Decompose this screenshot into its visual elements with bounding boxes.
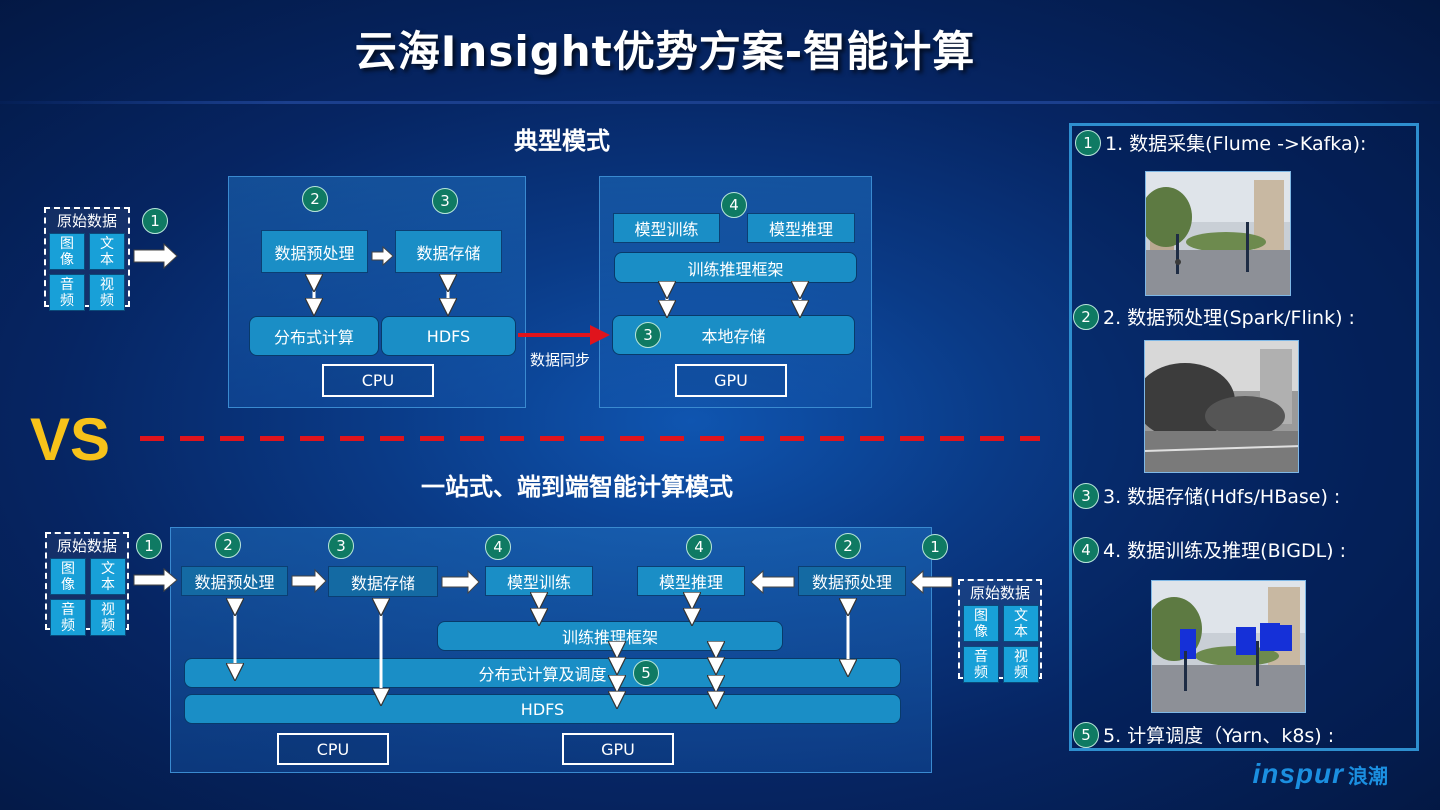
step-badge-1: 1	[142, 208, 168, 234]
step-badge-2-left: 2	[215, 532, 241, 558]
typical-framework-box: 训练推理框架	[614, 252, 857, 283]
source-audio-cell: 音频	[963, 646, 999, 683]
step-badge: 5	[1073, 721, 1099, 748]
legend-item-preprocess: 2 2. 数据预处理(Spark/Flink) :	[1073, 303, 1355, 330]
onestop-mode-heading: 一站式、端到端智能计算模式	[421, 473, 733, 501]
typical-source-data: 原始数据 图像 文本 音频 视频	[44, 207, 130, 311]
step-badge-2: 2	[302, 186, 328, 212]
vs-dashed-divider	[140, 436, 1040, 441]
step-badge: 1	[1075, 129, 1101, 156]
source-video-cell: 视频	[1003, 646, 1039, 683]
typical-inference-box: 模型推理	[747, 213, 855, 243]
legend-item-text: 2. 数据预处理(Spark/Flink) :	[1103, 307, 1355, 329]
step-badge-5: 5	[633, 660, 659, 686]
vs-label: VS	[30, 406, 111, 473]
source-image-cell: 图像	[49, 233, 85, 270]
typical-hdfs-box: HDFS	[381, 316, 516, 356]
street-photo-detection	[1151, 580, 1306, 713]
typical-cpu-label: CPU	[322, 364, 434, 397]
onestop-storage-box: 数据存储	[328, 566, 438, 597]
legend-item-text: 1. 数据采集(Flume ->Kafka):	[1105, 133, 1367, 155]
typical-preprocess-box: 数据预处理	[261, 230, 368, 273]
step-badge-2-right: 2	[835, 533, 861, 559]
typical-gpu-label: GPU	[675, 364, 787, 397]
arrow-source-left-to-preprocess	[133, 567, 178, 593]
onestop-preprocess-left-box: 数据预处理	[181, 566, 288, 596]
onestop-distributed-box: 分布式计算及调度	[184, 658, 901, 688]
logo-text-en: inspur	[1252, 758, 1344, 789]
step-badge-1-right: 1	[922, 534, 948, 560]
source-title: 原始数据	[56, 212, 117, 230]
step-badge-3: 3	[328, 533, 354, 559]
onestop-gpu-label: GPU	[562, 733, 674, 765]
typical-training-box: 模型训练	[613, 213, 720, 243]
step-badge: 4	[1073, 536, 1099, 563]
step-badge: 3	[1073, 482, 1099, 509]
step-badge-4: 4	[721, 192, 747, 218]
legend-item-storage: 3 3. 数据存储(Hdfs/HBase) :	[1073, 482, 1340, 509]
logo-text-cn: 浪潮	[1348, 764, 1388, 788]
legend-item-text: 3. 数据存储(Hdfs/HBase) :	[1103, 486, 1341, 508]
typical-mode-heading: 典型模式	[514, 127, 610, 155]
legend-item-text: 5. 计算调度（Yarn、k8s) :	[1103, 725, 1335, 747]
onestop-source-right: 原始数据 图像 文本 音频 视频	[958, 579, 1042, 683]
typical-distributed-box: 分布式计算	[249, 316, 379, 356]
onestop-cpu-label: CPU	[277, 733, 389, 765]
step-badge: 2	[1073, 303, 1099, 330]
step-badge-3: 3	[432, 188, 458, 214]
data-sync-label: 数据同步	[530, 351, 591, 369]
step-badge-4-inference: 4	[686, 534, 712, 560]
typical-cpu-panel	[228, 176, 526, 408]
arrow-preprocess-to-storage-onestop	[291, 568, 327, 594]
source-text-cell: 文本	[90, 558, 126, 595]
source-video-cell: 视频	[90, 599, 126, 636]
onestop-source-left: 原始数据 图像 文本 音频 视频	[45, 532, 129, 636]
inspur-logo: inspur 浪潮	[1252, 758, 1388, 790]
source-video-cell: 视频	[89, 274, 125, 311]
source-image-cell: 图像	[50, 558, 86, 595]
step-badge-3b: 3	[635, 322, 661, 348]
typical-storage-box: 数据存储	[395, 230, 502, 273]
arrow-storage-to-training	[441, 569, 480, 595]
distributed-label: 分布式计算及调度	[478, 665, 607, 684]
step-badge-4-training: 4	[485, 534, 511, 560]
source-text-cell: 文本	[89, 233, 125, 270]
arrow-preprocess-to-storage	[371, 245, 394, 267]
legend-item-scheduling: 5 5. 计算调度（Yarn、k8s) :	[1073, 721, 1334, 748]
source-audio-cell: 音频	[49, 274, 85, 311]
legend-item-training: 4 4. 数据训练及推理(BIGDL) :	[1073, 536, 1346, 563]
street-photo-grayscale	[1144, 340, 1299, 473]
source-text-cell: 文本	[1003, 605, 1039, 642]
legend-item-text: 4. 数据训练及推理(BIGDL) :	[1103, 540, 1347, 562]
title-divider	[0, 101, 1440, 104]
legend-item-collection: 1 1. 数据采集(Flume ->Kafka):	[1075, 129, 1366, 156]
page-title: 云海Insight优势方案-智能计算	[354, 27, 976, 76]
step-badge-1-left: 1	[136, 533, 162, 559]
onestop-preprocess-right-box: 数据预处理	[798, 566, 906, 596]
street-photo-raw	[1145, 171, 1291, 296]
arrow-source-to-cpu	[133, 242, 178, 270]
source-image-cell: 图像	[963, 605, 999, 642]
source-title: 原始数据	[969, 584, 1030, 602]
source-audio-cell: 音频	[50, 599, 86, 636]
arrow-preprocess-right-to-inference	[750, 569, 795, 595]
onestop-inference-box: 模型推理	[637, 566, 745, 596]
onestop-hdfs-box: HDFS	[184, 694, 901, 724]
arrow-source-right-to-preprocess	[910, 569, 953, 595]
source-title: 原始数据	[56, 537, 117, 555]
